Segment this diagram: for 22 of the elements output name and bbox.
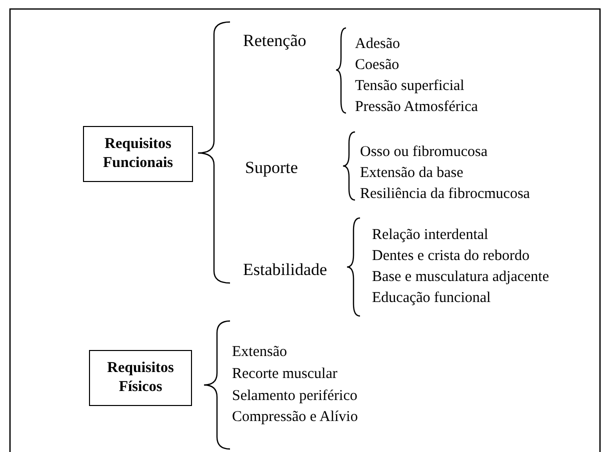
category-box — [83, 126, 193, 182]
list-item: Resiliência da fibrocmucosa — [360, 185, 530, 204]
list-item: Compressão e Alívio — [232, 408, 358, 427]
category-box — [89, 350, 192, 406]
list-item: Relação interdental — [372, 226, 488, 245]
list-item: Pressão Atmosférica — [355, 98, 478, 117]
list-item: Dentes e crista do rebordo — [372, 247, 530, 266]
category-title: Requisitos Físicos — [106, 359, 175, 397]
list-item: Osso ou fibromucosa — [360, 143, 488, 162]
list-item: Extensão da base — [360, 164, 464, 183]
list-item: Extensão — [232, 343, 287, 362]
list-item: Coesão — [355, 56, 400, 75]
group-heading: Retenção — [243, 31, 306, 51]
category-title: Requisitos Funcionais — [102, 135, 174, 173]
group-heading: Estabilidade — [243, 260, 328, 280]
list-item: Recorte muscular — [232, 365, 338, 384]
list-item: Tensão superficial — [355, 77, 464, 96]
group-heading: Suporte — [245, 158, 298, 178]
list-item: Base e musculatura adjacente — [372, 268, 549, 287]
list-item: Educação funcional — [372, 289, 491, 308]
list-item: Selamento periférico — [232, 387, 358, 406]
list-item: Adesão — [355, 35, 400, 54]
